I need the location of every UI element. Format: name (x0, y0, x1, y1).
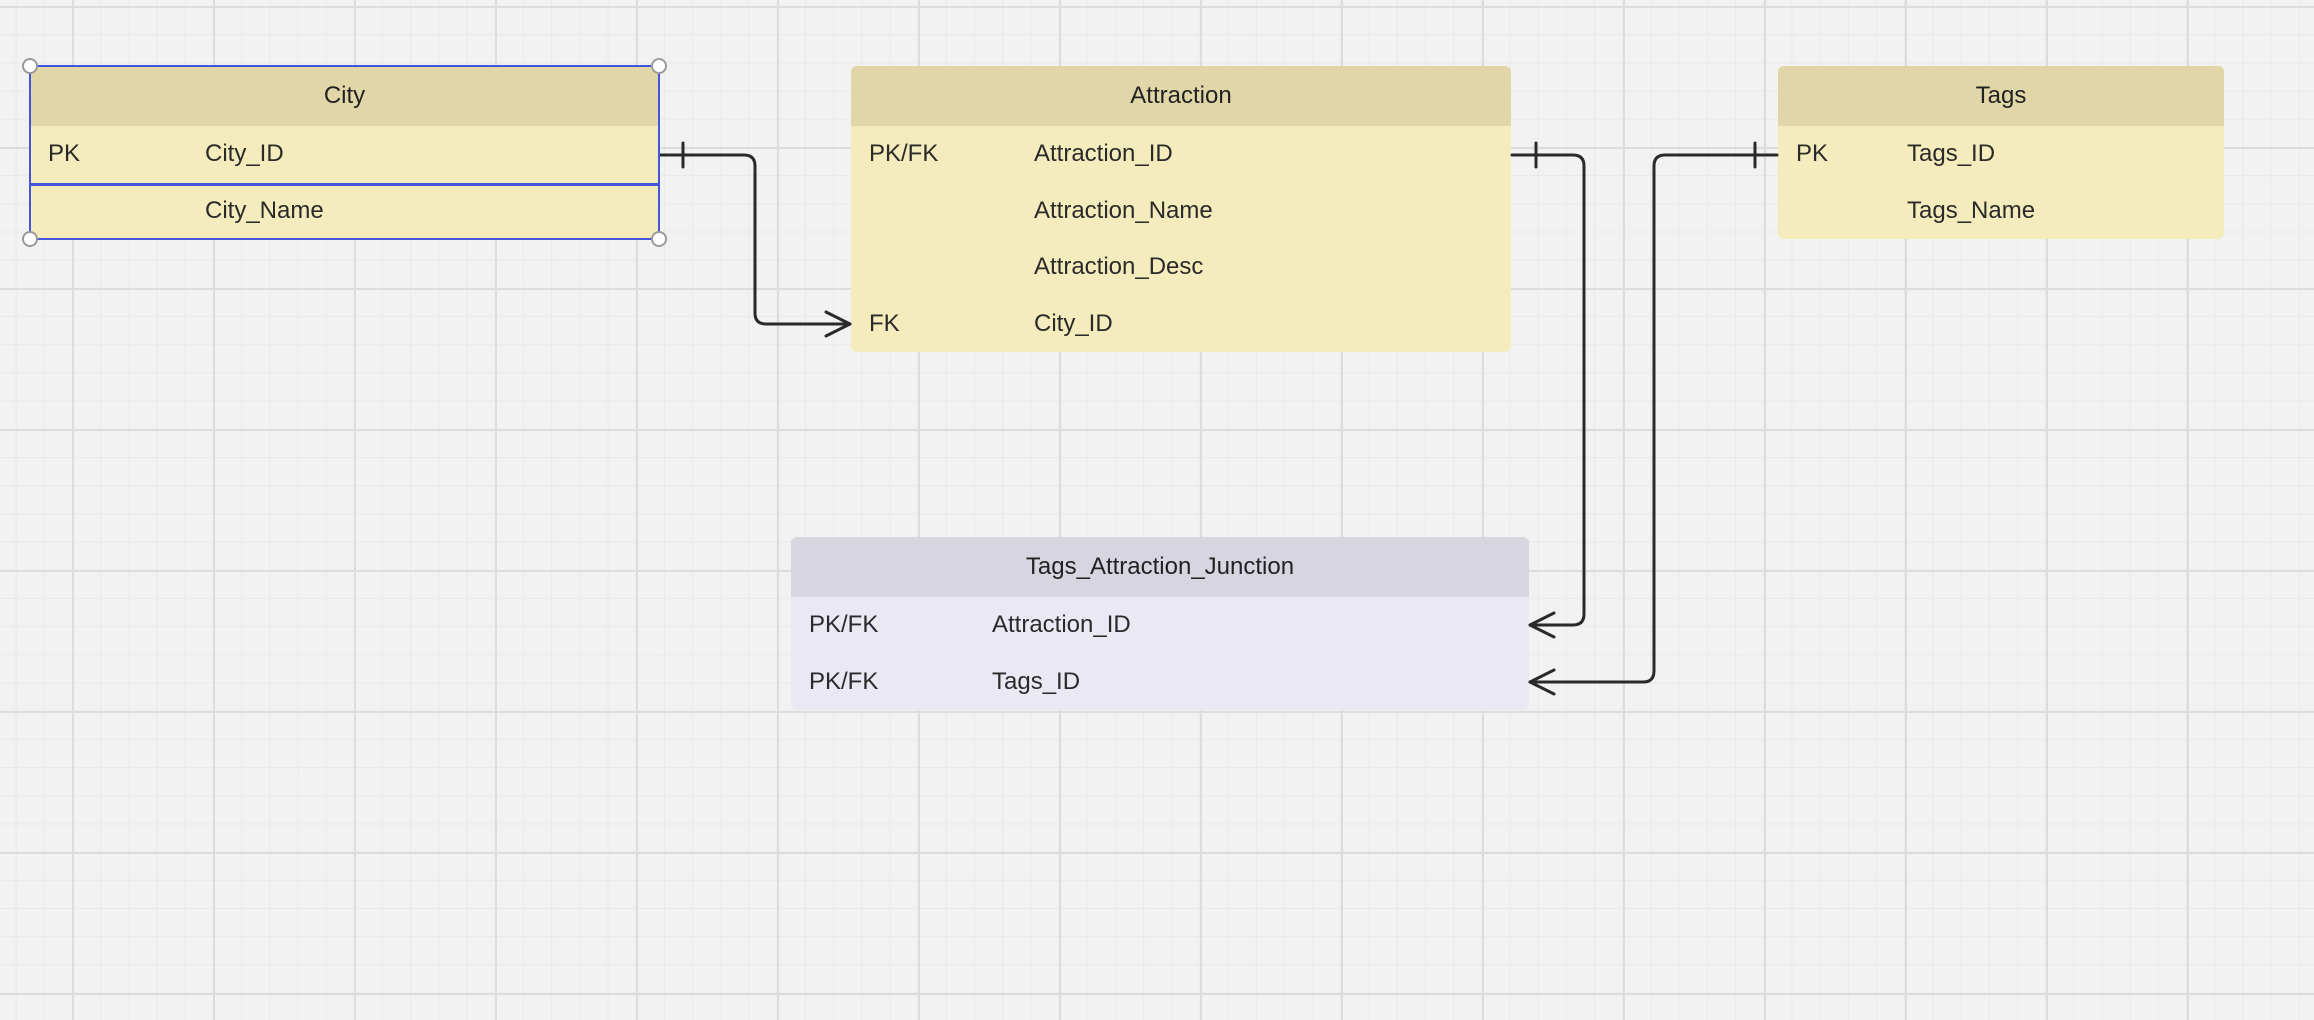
connector-tags-to-junction[interactable] (1528, 141, 1779, 696)
entity-tags[interactable]: Tags PK Tags_ID Tags_Name (1778, 66, 2224, 239)
key-label: PK (1796, 140, 1829, 168)
field-name: Tags_ID (1907, 140, 1996, 168)
resize-handle-bottom-left[interactable] (22, 231, 38, 247)
entity-row[interactable]: Tags_Name (1778, 183, 2224, 240)
key-label: PK/FK (809, 611, 879, 639)
many-marker (1528, 611, 1556, 639)
field-name: Attraction_ID (992, 611, 1131, 639)
resize-handle-top-right[interactable] (651, 58, 667, 74)
resize-handle-bottom-right[interactable] (651, 231, 667, 247)
entity-row[interactable]: Attraction_Desc (851, 239, 1511, 296)
entity-row[interactable]: PK/FK Attraction_ID (791, 597, 1529, 654)
entity-row[interactable]: City_Name (30, 183, 659, 240)
key-label: PK (48, 140, 81, 168)
entity-row[interactable]: PK Tags_ID (1778, 126, 2224, 183)
field-name: City_Name (205, 196, 324, 224)
field-name: City_ID (205, 140, 284, 168)
many-marker (1528, 668, 1556, 696)
field-name: Attraction_Name (1034, 196, 1213, 224)
entity-title: Tags_Attraction_Junction (791, 537, 1529, 597)
entity-row[interactable]: PK City_ID (30, 126, 659, 183)
connector-city-to-attraction[interactable] (658, 141, 852, 338)
entity-attraction[interactable]: Attraction PK/FK Attraction_ID Attractio… (851, 66, 1511, 352)
entity-city[interactable]: City PK City_ID City_Name (30, 66, 659, 239)
field-name: Tags_Name (1907, 196, 2036, 224)
entity-title: City (30, 66, 659, 126)
entity-tags-attraction-junction[interactable]: Tags_Attraction_Junction PK/FK Attractio… (791, 537, 1529, 710)
field-name: City_ID (1034, 309, 1113, 337)
entity-row[interactable]: PK/FK Attraction_ID (851, 126, 1511, 183)
entity-title: Attraction (851, 66, 1511, 126)
field-name: Attraction_Desc (1034, 253, 1204, 281)
field-name: Attraction_ID (1034, 140, 1173, 168)
resize-handle-top-left[interactable] (22, 58, 38, 74)
key-label: PK/FK (869, 140, 939, 168)
entity-row[interactable]: PK/FK Tags_ID (791, 654, 1529, 711)
many-marker (824, 310, 852, 338)
entity-row[interactable]: FK City_ID (851, 296, 1511, 353)
field-name: Tags_ID (992, 667, 1081, 695)
entity-row[interactable]: Attraction_Name (851, 183, 1511, 240)
key-label: PK/FK (809, 667, 879, 695)
entity-title: Tags (1778, 66, 2224, 126)
key-label: FK (869, 309, 900, 337)
